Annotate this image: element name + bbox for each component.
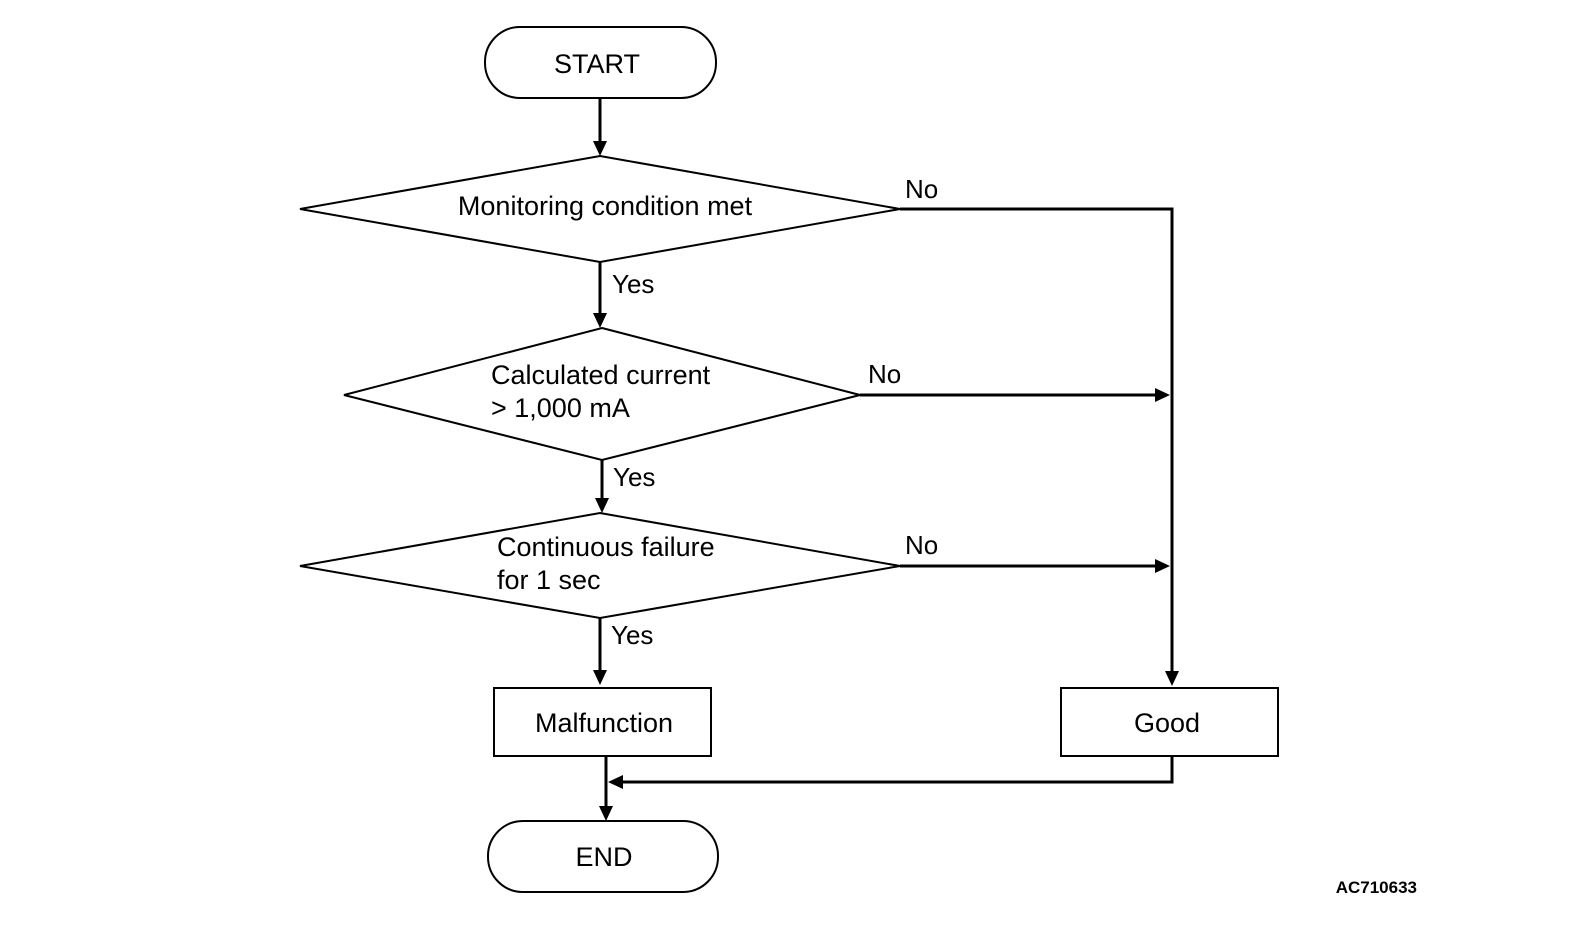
failure-label-line-2: for 1 sec	[497, 565, 601, 595]
arrowhead-good-join	[608, 775, 623, 789]
monitoring-decision	[299, 154, 901, 264]
arrowhead-end	[599, 806, 613, 821]
failure-label-line-1: Continuous failure	[497, 532, 715, 562]
good-label: Good	[1134, 708, 1200, 738]
monitoring-no-label: No	[905, 174, 938, 204]
current-yes-label: Yes	[613, 462, 655, 492]
current-label-line-1: Calculated current	[491, 360, 711, 390]
failure-decision	[299, 511, 901, 620]
malfunction-label: Malfunction	[535, 708, 673, 738]
end-terminator	[487, 820, 719, 893]
monitoring-yes-label: Yes	[612, 269, 654, 299]
current-no-label: No	[868, 359, 901, 389]
arrowhead-failure	[595, 498, 609, 513]
arrowhead-good	[1165, 671, 1179, 686]
failure-yes-label: Yes	[611, 620, 653, 650]
good-box	[1060, 687, 1279, 757]
arrowhead-current	[593, 313, 607, 328]
figure-id: AC710633	[1336, 878, 1417, 897]
start-terminator	[484, 26, 717, 99]
arrowhead-monitoring	[593, 141, 607, 156]
current-label-line-2: > 1,000 mA	[491, 393, 630, 423]
current-decision	[343, 326, 861, 462]
start-label: START	[554, 49, 640, 79]
monitoring-label: Monitoring condition met	[458, 191, 753, 221]
arrowhead-malfunction	[593, 670, 607, 685]
arrowhead-failure-no	[1155, 559, 1170, 573]
malfunction-box	[493, 687, 712, 757]
failure-no-label: No	[905, 530, 938, 560]
end-label: END	[575, 842, 632, 872]
arrowhead-current-no	[1155, 388, 1170, 402]
flow-good-to-end	[622, 756, 1174, 784]
flow-monitoring-no	[900, 207, 1174, 673]
